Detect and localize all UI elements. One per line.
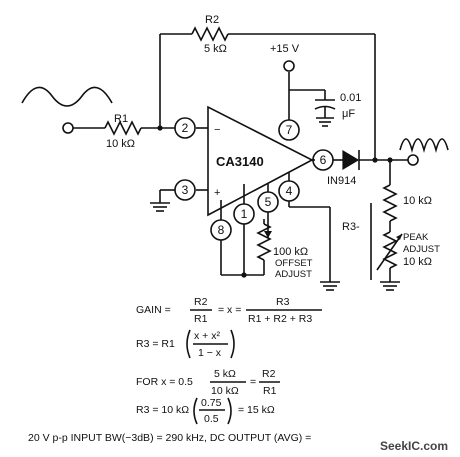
potentiometer-offset [256,223,272,261]
pin-3-label: 3 [182,183,189,197]
pin-7-label: 7 [286,123,293,137]
pot-peak-line2: ADJUST [403,244,440,255]
pin-4-label: 4 [286,184,293,198]
opamp-label: CA3140 [216,154,264,169]
r3-name: R3- [342,221,360,233]
minus-sign: − [214,124,220,136]
pot-peak-line3: 10 kΩ [403,256,432,268]
pot-offset-line2: OFFSET [275,258,313,269]
eq-r3v-rhs: = 15 kΩ [238,404,275,416]
eq-r3-lhs: R3 = R1 [136,338,175,350]
cap-unit: μF [342,108,355,120]
eq-for-den1: 10 kΩ [211,385,239,397]
eq-r3-num: x + x² [194,330,220,342]
output-terminal [407,154,419,166]
pin-5-label: 5 [265,195,272,209]
r1-value: 10 kΩ [106,138,135,150]
eq-gain-c: = x = [218,304,241,316]
eq-gain-b-num: R2 [194,296,208,308]
pot-peak-line1: PEAK [403,232,429,243]
plus-sign: + [214,187,220,199]
footer-note: 20 V p-p INPUT BW(−3dB) = 290 kHz, DC OU… [28,432,311,444]
resistor-r2 [191,26,229,42]
pin-6-label: 6 [320,153,327,167]
eq-r3v-lhs: R3 = 10 kΩ [136,404,189,416]
supply-terminal [283,60,295,72]
pot-offset-line3: ADJUST [275,269,312,280]
eq-r3v-den: 0.5 [204,413,219,425]
watermark: SeekIC.com [380,439,448,453]
eq-gain-a: GAIN = [136,304,171,316]
pin-1-label: 1 [241,207,248,221]
eq-gain-d-den: R1 + R2 + R3 [248,313,312,325]
cap-value: 0.01 [340,92,361,104]
opamp-triangle [207,105,314,217]
supply-label: +15 V [270,43,300,55]
pin-2-label: 2 [182,121,189,135]
resistor-r3 [382,184,398,222]
eq-for-eq: = [250,376,256,388]
input-terminal [62,122,74,134]
diode-1n914 [342,149,360,171]
resistor-r1 [104,120,142,136]
eq-for-num2: R2 [262,368,276,380]
pin-8-label: 8 [218,223,225,237]
pot-offset-line1: 100 kΩ [273,246,308,258]
eq-for-lhs: FOR x = 0.5 [136,376,193,388]
eq-r3v-num: 0.75 [201,397,222,409]
r2-name: R2 [205,14,219,26]
pin-2-circle [174,117,196,139]
r3-value: 10 kΩ [403,195,432,207]
output-rectified-wave [399,138,449,154]
eq-gain-d-num: R3 [276,296,290,308]
r1-name: R1 [114,113,128,125]
eq-for-den2: R1 [263,385,277,397]
eq-for-num1: 5 kΩ [214,368,236,380]
input-sine-wave [21,86,113,107]
eq-r3-den: 1 − x [198,347,222,359]
r2-value: 5 kΩ [204,43,227,55]
diode-label: IN914 [327,175,356,187]
eq-gain-b-den: R1 [194,313,208,325]
